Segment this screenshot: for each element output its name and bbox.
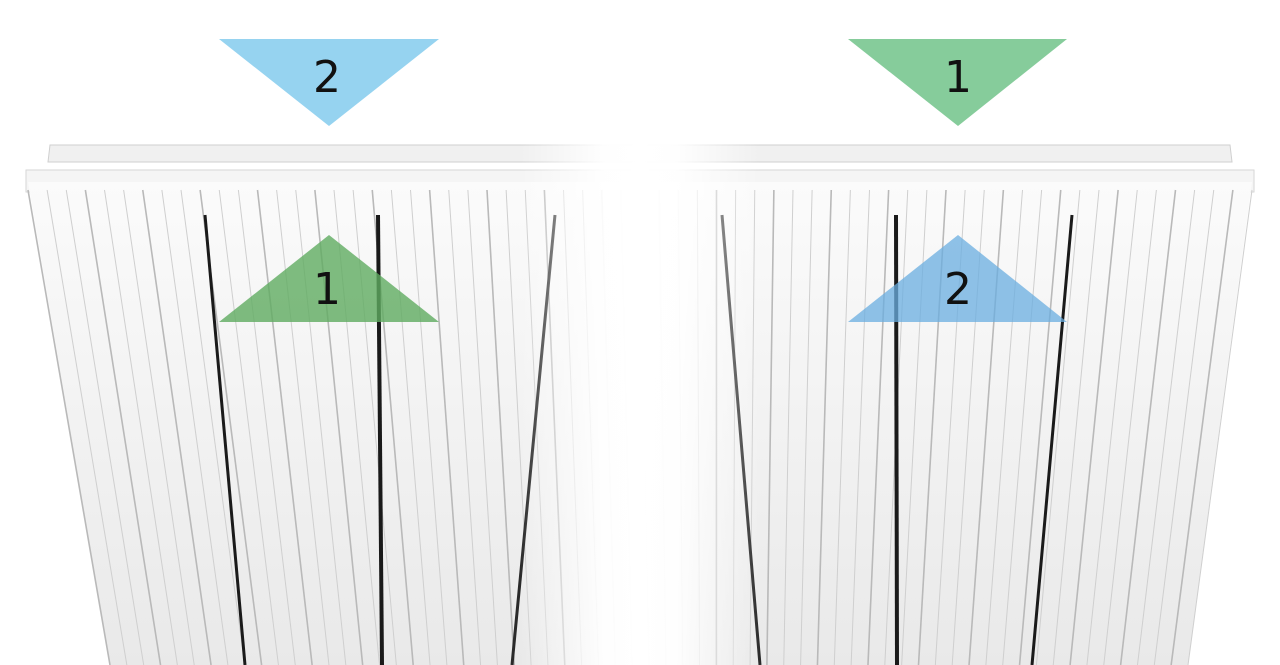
- rib-line: [1103, 189, 1157, 665]
- rib-line: [276, 189, 330, 665]
- rib-line: [783, 189, 794, 665]
- rib-line: [141, 189, 212, 665]
- marker-left-top: 2: [219, 39, 439, 126]
- rib-line: [1119, 189, 1177, 665]
- rib-line: [816, 189, 833, 665]
- rib-line: [1018, 189, 1062, 665]
- rib-line: [1052, 189, 1100, 665]
- rib-line: [833, 189, 851, 665]
- rib-line: [985, 189, 1023, 665]
- rib-line: [467, 189, 498, 665]
- rib-line: [1153, 189, 1215, 665]
- rib-line: [84, 189, 162, 665]
- rib-line: [486, 189, 516, 665]
- marker-left-inner: 1: [219, 235, 439, 322]
- marker-label: 1: [944, 52, 972, 103]
- rib-line: [390, 189, 431, 665]
- rib-line: [237, 189, 296, 665]
- rib-line: [1086, 189, 1138, 665]
- marker-label: 2: [944, 264, 972, 315]
- rib-line: [218, 189, 279, 665]
- marker-right-inner: 2: [848, 235, 1067, 322]
- center-glow: [520, 120, 760, 665]
- rib-line: [766, 189, 775, 665]
- rib-line: [180, 189, 246, 665]
- rib-line: [867, 189, 890, 665]
- rib-line: [161, 189, 229, 665]
- rib-line: [1069, 189, 1119, 665]
- rib-line: [850, 189, 870, 665]
- marker-label: 1: [313, 264, 341, 315]
- rib-line: [65, 189, 145, 665]
- rib-line: [1035, 189, 1081, 665]
- rib-line: [27, 189, 111, 665]
- rib-line: [46, 189, 128, 665]
- rib-line: [428, 189, 465, 665]
- marker-label: 2: [313, 52, 341, 103]
- marker-right-top: 1: [848, 39, 1067, 126]
- rib-line: [123, 189, 195, 665]
- rib-line: [800, 189, 813, 665]
- rib-line: [448, 189, 482, 665]
- rib-line: [1170, 189, 1234, 665]
- rib-line: [1187, 189, 1253, 665]
- rib-line: [1136, 189, 1196, 665]
- rib-line: [1002, 189, 1043, 665]
- rib-line: [104, 189, 178, 665]
- rib-line: [410, 189, 448, 665]
- rib-line: [256, 189, 313, 665]
